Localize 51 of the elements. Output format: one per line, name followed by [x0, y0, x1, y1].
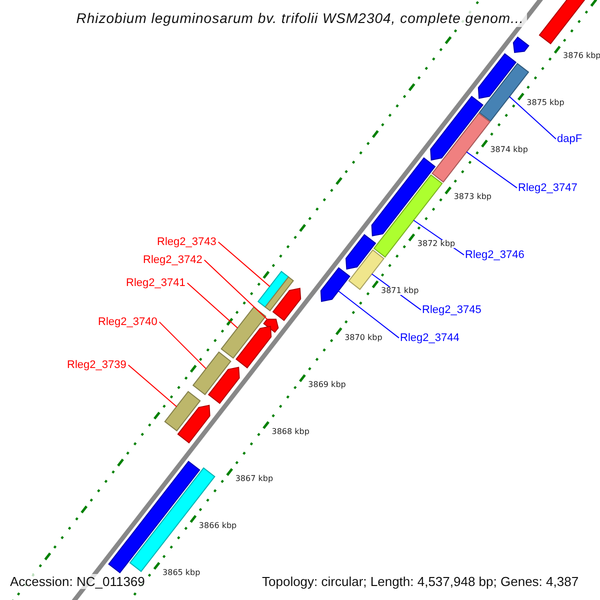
leader-line — [338, 290, 400, 338]
tick-label: 3868 kbp — [270, 428, 310, 436]
tick-label: 3873 kbp — [452, 193, 493, 202]
gene-segment — [371, 157, 436, 236]
gene-segment — [538, 0, 586, 44]
leader-line — [509, 96, 556, 140]
gene-label: Rleg2_3741 — [126, 278, 186, 289]
tick-label: 3874 kbp — [489, 146, 529, 154]
gene-segment — [272, 288, 302, 322]
gene-segment — [320, 267, 350, 302]
tick-label: 3867 kbp — [234, 474, 274, 483]
gene-segment — [257, 270, 290, 308]
gene-segment — [177, 404, 210, 444]
leader-line — [128, 364, 178, 408]
gene-label: Rleg2_3740 — [98, 317, 158, 328]
tick-label: 3869 kbp — [307, 380, 347, 389]
gene-segment — [432, 112, 491, 183]
gene-segment — [208, 366, 240, 404]
leader-line — [466, 151, 518, 188]
tick-label: 3876 kbp — [562, 52, 600, 60]
gene-label: Rleg2_3743 — [157, 237, 216, 248]
tick-label: 3866 kbp — [198, 522, 238, 530]
gene-label: Rleg2_3745 — [422, 305, 482, 316]
gene-segment — [430, 96, 484, 161]
gene-segment — [264, 276, 294, 312]
tick-label: 3875 kbp — [526, 99, 566, 108]
leader-line — [158, 321, 207, 370]
gene-segment — [512, 36, 530, 54]
gene-segment — [236, 326, 272, 368]
gene-segment — [220, 306, 266, 359]
accession-text: Accession: NC_011369 — [8, 574, 147, 589]
gene-segment — [263, 318, 279, 333]
gene-segment — [192, 351, 232, 396]
gene-segment — [164, 390, 201, 432]
tick-label: 3871 kbp — [380, 287, 420, 295]
genome-stats-text: Topology: circular; Length: 4,537,948 bp; Genes: 4,387 — [260, 574, 581, 589]
leader-line — [186, 282, 238, 328]
tick-label: 3865 kbp — [162, 568, 202, 577]
gene-segment — [478, 53, 517, 99]
gene-segment — [345, 234, 376, 270]
tick-label: 3870 kbp — [344, 334, 384, 342]
gene-label: Rleg2_3739 — [67, 360, 126, 371]
leader-line — [204, 259, 268, 320]
gene-label: Rleg2_3742 — [143, 255, 202, 266]
gene-label: Rleg2_3744 — [400, 333, 460, 344]
gene-label: dapF — [557, 134, 582, 145]
tick-label: 3872 kbp — [416, 240, 456, 248]
gene-segment — [373, 174, 443, 258]
leader-line — [218, 241, 270, 288]
gene-label: Rleg2_3746 — [465, 250, 524, 261]
gene-label: Rleg2_3747 — [518, 183, 578, 194]
